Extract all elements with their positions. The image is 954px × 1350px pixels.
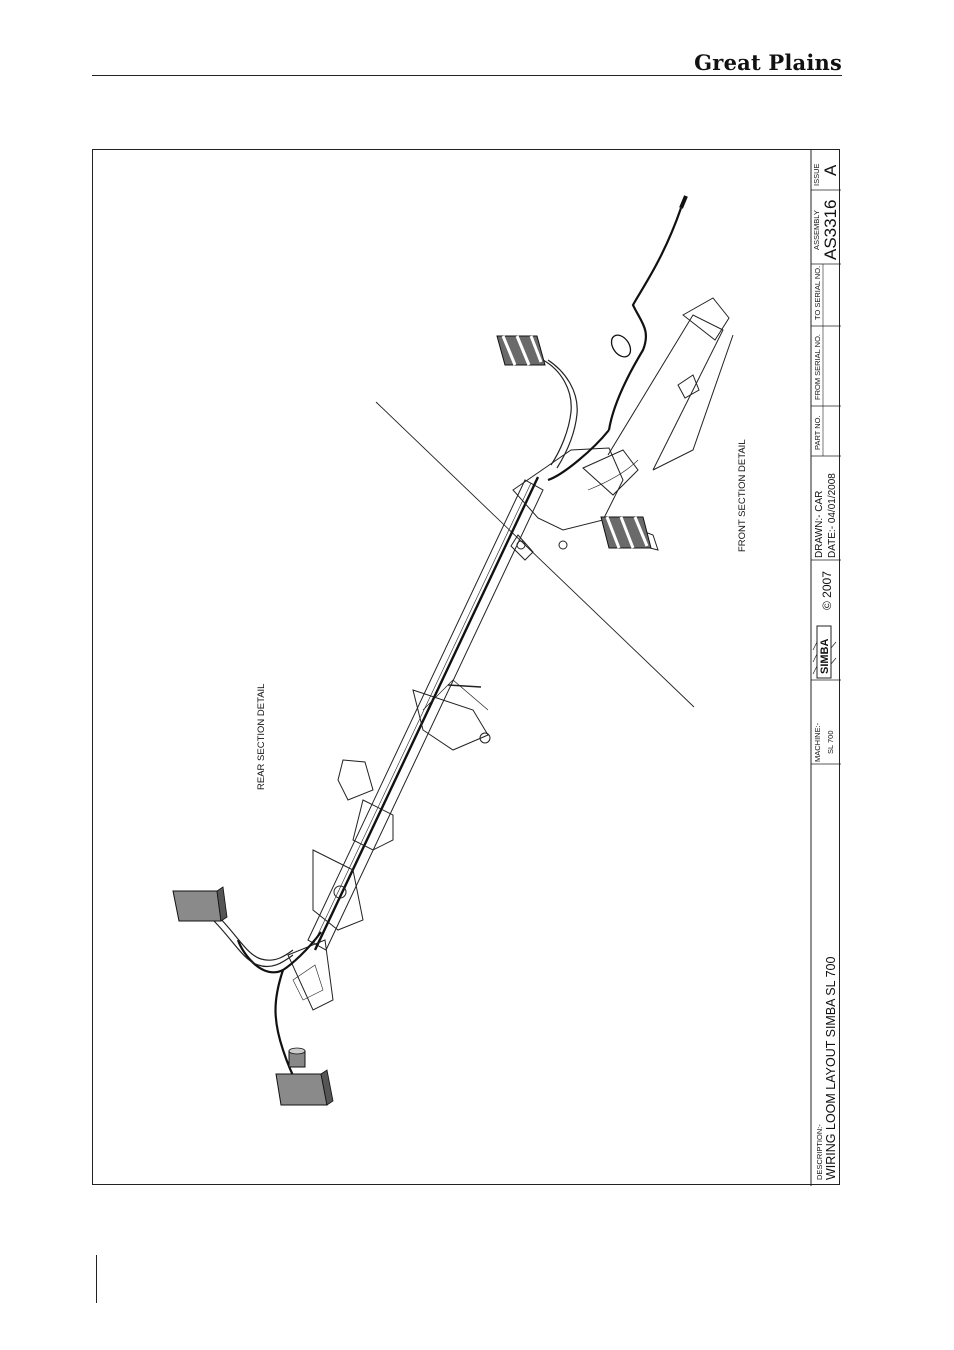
to-serial-label: TO SERIAL NO.: [813, 266, 822, 320]
drawing-date: DATE:- 04/01/2008: [827, 473, 838, 558]
front-section-label: FRONT SECTION DETAIL: [737, 439, 748, 552]
description-value: WIRING LOOM LAYOUT SIMBA SL 700: [824, 957, 838, 1180]
simba-logo: SIMBA: [813, 626, 836, 678]
drawn-by: DRAWN:- CAR: [814, 491, 825, 558]
issue-value: A: [821, 164, 840, 176]
brand-logo: Great Plains: [694, 50, 842, 75]
front-marker-board-lower: [601, 517, 651, 548]
from-serial-label: FROM SERIAL NO.: [813, 334, 822, 400]
footer-bar: [96, 1255, 97, 1303]
simba-logo-text: SIMBA: [819, 639, 831, 675]
rear-section-label: REAR SECTION DETAIL: [256, 684, 267, 790]
assembly-label: ASSEMBLY: [812, 210, 821, 250]
plug-connector: [681, 196, 686, 208]
part-no-label: PART NO.: [813, 415, 822, 450]
drawing-sheet: ISSUE A ASSEMBLY AS3316 TO SERIAL NO. FR…: [92, 149, 840, 1185]
machine-value: SL 700: [826, 731, 835, 755]
drawing-canvas: ISSUE A ASSEMBLY AS3316 TO SERIAL NO. FR…: [93, 150, 841, 1186]
rear-lamp-stalk: [213, 915, 293, 967]
header-rule: [92, 75, 842, 76]
issue-label: ISSUE: [812, 163, 821, 186]
front-lamp-stalk: [543, 360, 577, 468]
copyright: © 2007: [820, 571, 834, 610]
junction-box: [608, 332, 635, 361]
rear-marker-board-upper: [173, 887, 227, 921]
main-frame: [288, 298, 733, 1010]
machine-label: MACHINE:-: [813, 722, 822, 762]
description-label: DESCRIPTION:-: [815, 1124, 824, 1180]
rear-beacon-lamp: [289, 1048, 305, 1067]
section-divider: [376, 402, 694, 707]
front-marker-board-upper: [497, 336, 545, 365]
assembly-value: AS3316: [821, 200, 840, 261]
rear-marker-board-lower: [276, 1070, 333, 1105]
